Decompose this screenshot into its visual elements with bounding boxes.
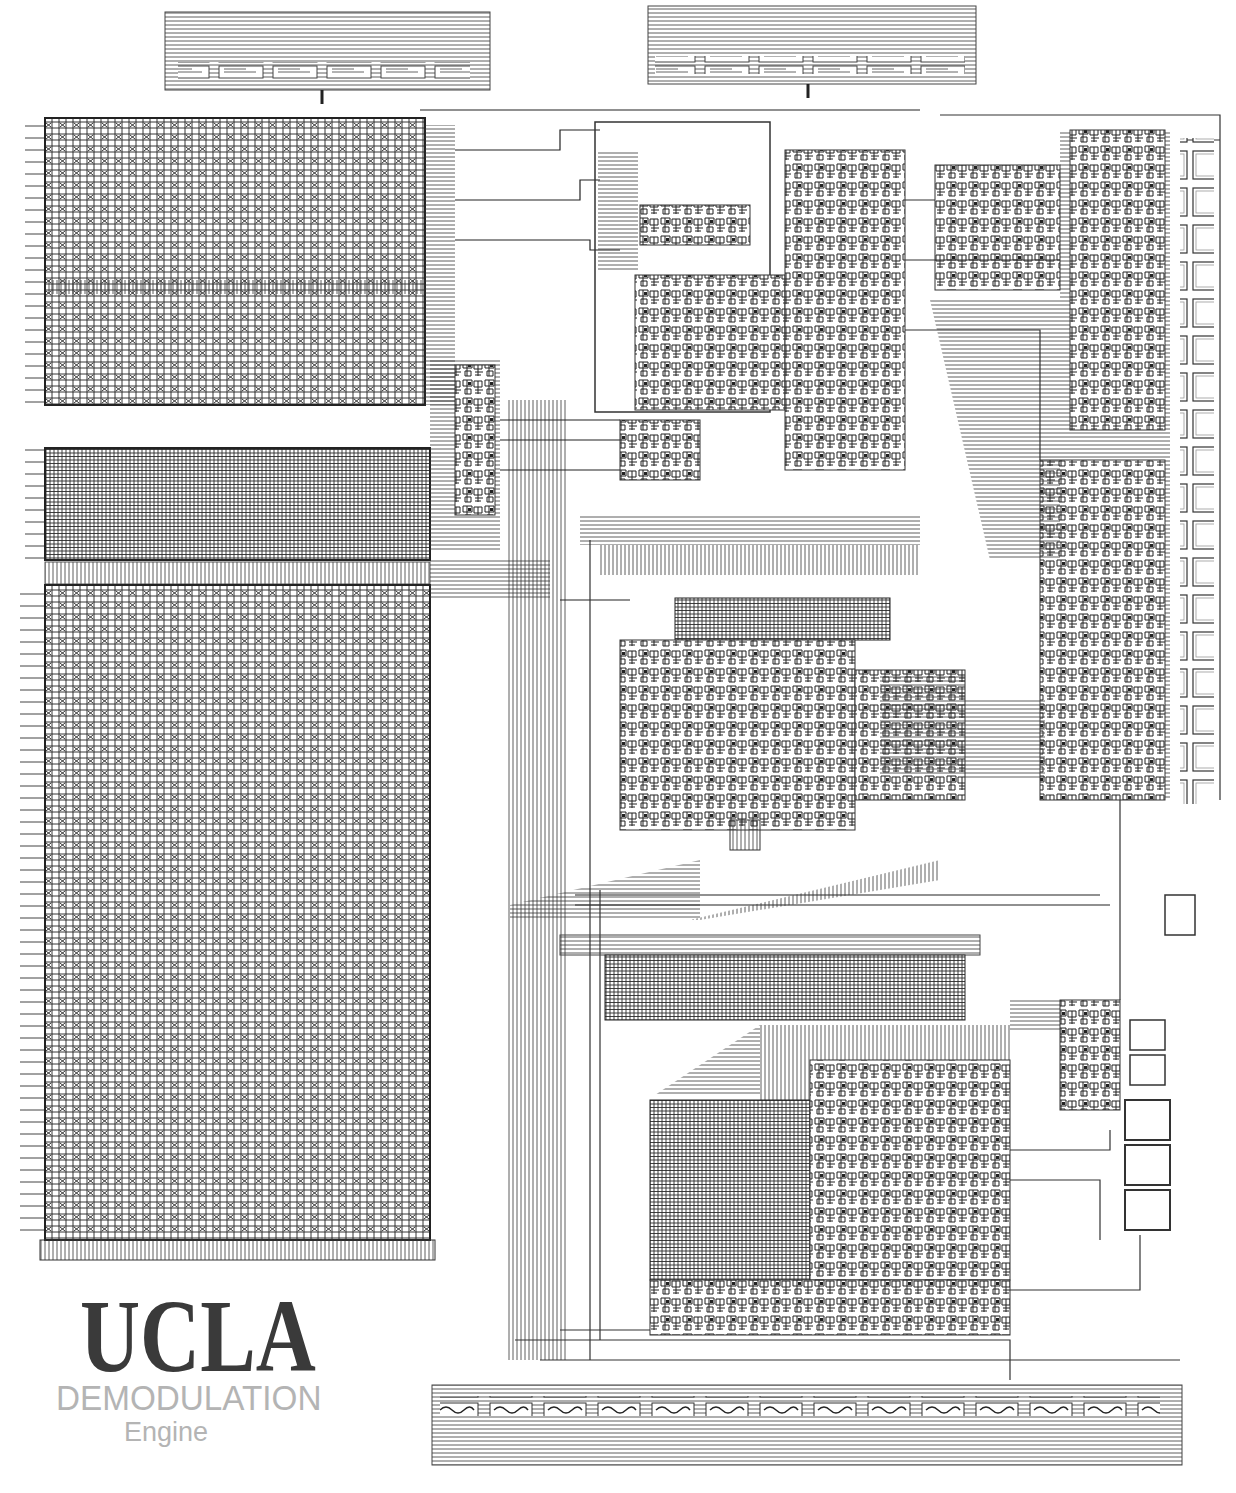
chip-name: Engine — [124, 1419, 208, 1446]
logic-block — [620, 420, 700, 480]
bus — [600, 545, 920, 575]
pad-cells — [440, 1396, 1160, 1416]
logic-block — [640, 205, 750, 245]
row-ticks — [25, 118, 45, 405]
array-band — [40, 1240, 435, 1260]
pad-cells — [178, 62, 270, 80]
logic-block — [455, 365, 495, 515]
logic-block — [810, 1060, 1010, 1280]
array-band — [45, 562, 430, 584]
logic-block — [650, 1280, 1010, 1335]
logic-block — [620, 640, 855, 830]
memory-array — [45, 118, 425, 405]
logic-block — [1070, 130, 1165, 430]
bond-pad — [1125, 1145, 1170, 1185]
logic-array — [650, 1100, 810, 1280]
array-band — [45, 280, 425, 294]
logic-row — [605, 955, 965, 1020]
logic-block — [1060, 1000, 1120, 1110]
bus — [690, 860, 940, 920]
wire — [420, 110, 1110, 905]
logic-row — [675, 598, 890, 640]
wire — [1010, 800, 1140, 1290]
wire — [322, 84, 808, 104]
bus — [655, 1025, 760, 1095]
pad-cells — [655, 56, 965, 74]
logic-block — [785, 150, 905, 470]
pad-strip — [648, 6, 976, 84]
bus — [510, 860, 700, 920]
row-ticks — [20, 585, 45, 1240]
bus — [430, 560, 550, 600]
bus — [598, 150, 638, 270]
bus — [430, 360, 500, 550]
pad-cells — [270, 62, 470, 80]
logic-block — [855, 670, 965, 800]
logic-block — [635, 275, 785, 410]
bus — [880, 675, 965, 775]
bond-pad — [1165, 895, 1195, 935]
bond-pad — [1125, 1100, 1170, 1140]
logic-block — [935, 165, 1060, 290]
chip-name: DEMODULATION — [56, 1380, 321, 1415]
bus — [965, 700, 1045, 780]
bus — [580, 515, 920, 545]
bond-pad — [1130, 1020, 1165, 1050]
bus — [560, 935, 980, 955]
row-ticks — [25, 448, 45, 560]
bond-pads — [1180, 138, 1214, 804]
logo-text: UCLA — [80, 1284, 316, 1388]
pad-strip — [432, 1385, 1182, 1465]
via-block — [730, 820, 760, 850]
bond-pad — [1125, 1190, 1170, 1230]
memory-array — [45, 585, 430, 1240]
pad-strip — [165, 12, 490, 90]
bus — [508, 400, 568, 1360]
memory-array — [45, 448, 430, 560]
bond-pad — [1130, 1055, 1165, 1085]
